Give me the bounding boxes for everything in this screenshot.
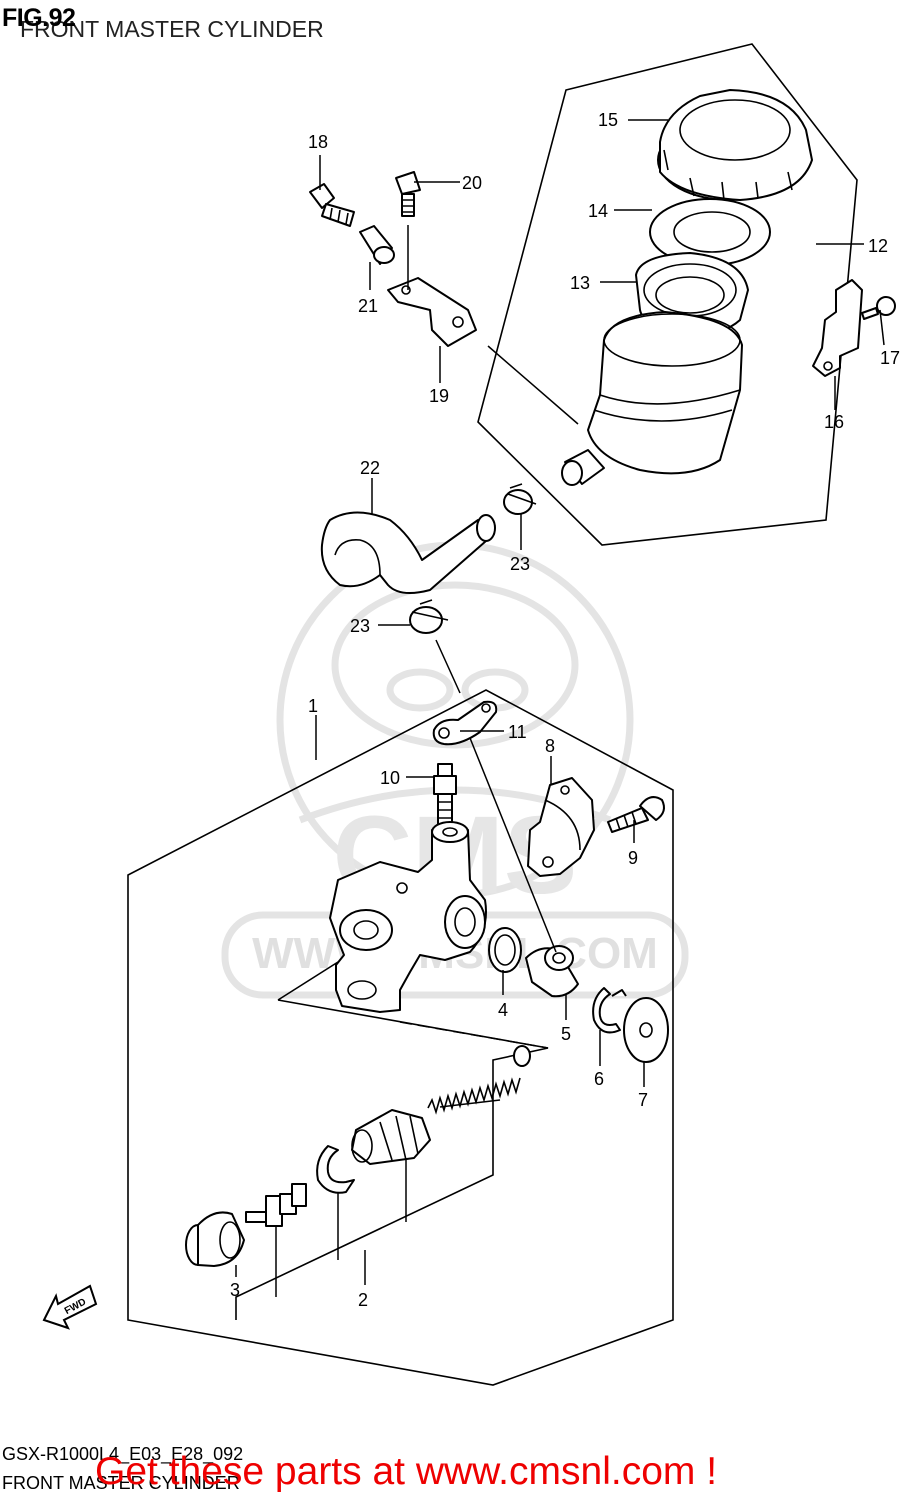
master-cylinder-assembly-outline: [127, 689, 674, 1386]
piston-boot: [185, 1211, 245, 1267]
fwd-arrow-icon: FWD: [42, 1284, 98, 1330]
promo-link[interactable]: Get these parts at www.cmsnl.com !: [95, 1450, 718, 1493]
union-plate: [432, 700, 498, 746]
reservoir-assembly-outline: [477, 43, 858, 546]
connector-circlip: [592, 987, 627, 1034]
callout-4: 4: [498, 1000, 508, 1020]
collar-21: [359, 225, 395, 265]
master-cylinder-body: [329, 821, 487, 1013]
reservoir-hose: [320, 511, 496, 595]
piston-circlip: [316, 1145, 355, 1194]
o-ring: [488, 927, 522, 973]
figure-title: FRONT MASTER CYLINDER: [20, 16, 324, 42]
callout-23-lower: 23: [350, 616, 370, 636]
reservoir-bolt-18: [309, 183, 355, 227]
reservoir-body: [561, 311, 743, 486]
callout-2: 2: [358, 1290, 368, 1310]
callout-10: 10: [380, 768, 400, 788]
callout-15: 15: [598, 110, 618, 130]
callout-21: 21: [358, 296, 378, 316]
callout-17: 17: [880, 348, 900, 368]
reservoir-diaphragm-plate: [649, 198, 771, 266]
callout-8: 8: [545, 736, 555, 756]
callout-labels: 1 2 3 4 5 6 7 8 9 10 11 12 13 14 15 16 1…: [230, 110, 900, 1310]
callout-14: 14: [588, 201, 608, 221]
callout-9: 9: [628, 848, 638, 868]
reservoir-bolt-20: [395, 171, 421, 217]
master-cylinder-holder: [527, 777, 595, 877]
callout-22: 22: [360, 458, 380, 478]
reservoir-connector: [525, 945, 579, 998]
piston-kit-outline: [235, 999, 549, 1320]
callout-5: 5: [561, 1024, 571, 1044]
piston-cup: [351, 1109, 431, 1165]
holder-bolt: [607, 796, 665, 833]
callout-19: 19: [429, 386, 449, 406]
reservoir-cap: [657, 89, 813, 201]
hose-clamp-upper: [503, 483, 537, 515]
dust-cap: [623, 997, 669, 1063]
callout-11: 11: [508, 722, 527, 742]
callout-13: 13: [570, 273, 590, 293]
callout-1: 1: [308, 696, 318, 716]
callout-16: 16: [824, 412, 844, 432]
model-code: GSX-R1000L4_E03_E28_092: [2, 1444, 244, 1464]
callout-6: 6: [594, 1069, 604, 1089]
callout-18: 18: [308, 132, 328, 152]
reservoir-stay: [387, 277, 477, 347]
piston-rod: [245, 1183, 307, 1227]
figure-number: FIG.92: [2, 4, 76, 32]
callout-7: 7: [638, 1090, 648, 1110]
callout-3: 3: [230, 1280, 240, 1300]
piston-spring: [427, 1045, 531, 1115]
callout-20: 20: [462, 173, 482, 193]
callout-23-upper: 23: [510, 554, 530, 574]
bracket-screw: [861, 296, 896, 320]
leader-lines: [235, 119, 885, 1297]
hose-clamp-lower: [409, 599, 449, 634]
reservoir-bracket: [812, 279, 863, 377]
callout-12: 12: [868, 236, 888, 256]
footer-title: FRONT MASTER CYLINDER: [2, 1473, 240, 1493]
